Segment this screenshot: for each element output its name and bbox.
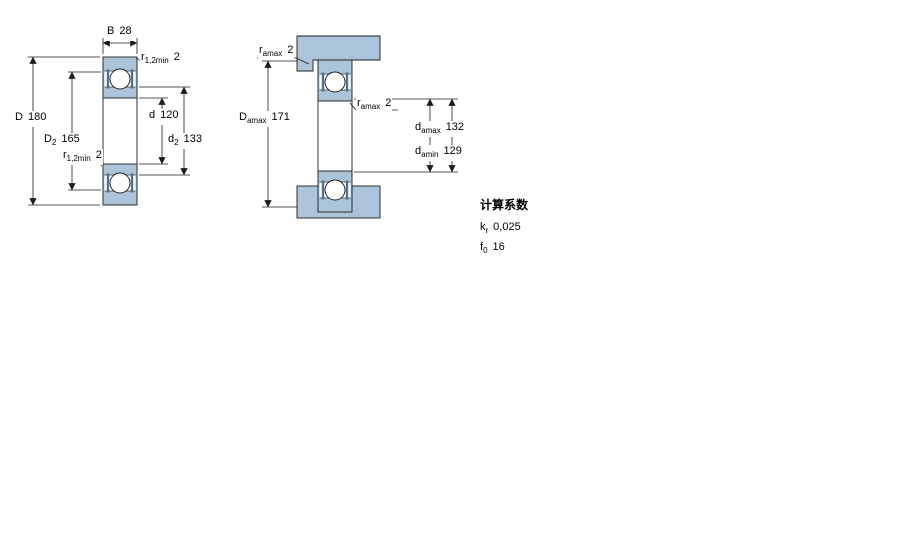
factor-symbol: f: [480, 241, 484, 254]
dim-value: 133: [183, 133, 202, 145]
dim-value: 2: [385, 97, 392, 109]
bearing-ball: [109, 68, 131, 90]
left-top-ring-section: [102, 56, 138, 99]
dim-symbol: d: [415, 145, 422, 157]
dim-value: 2: [95, 149, 102, 161]
dim-subscript: 1,2min: [144, 56, 169, 66]
dim-symbol: D: [44, 133, 52, 145]
dim-value: 120: [160, 109, 179, 121]
dimension-D: [28, 56, 100, 206]
calculation-factors: 计算系数 kr 0,025 f0 16: [480, 196, 528, 261]
dim-symbol: r: [63, 149, 67, 161]
left-bottom-ring-section: [102, 163, 138, 206]
factor-value: 16: [492, 241, 505, 254]
dim-symbol: d: [168, 133, 175, 145]
dim-label-d: d 120: [148, 109, 180, 126]
seal-shield: [106, 69, 110, 89]
dimension-d: [139, 97, 168, 165]
dim-symbol: B: [107, 25, 115, 37]
dim-value: 2: [173, 51, 180, 63]
dim-label-D: D 180: [14, 111, 48, 128]
factor-symbol: k: [480, 221, 486, 233]
dim-subscript: 2: [51, 138, 57, 148]
dim-value: 28: [119, 25, 132, 37]
seal-shield: [321, 180, 325, 200]
dim-label-D2: D2 165: [43, 133, 81, 150]
dim-subscript: amax: [246, 116, 267, 126]
dim-label-ra-max-top: ramax 2: [258, 44, 295, 61]
dim-value: 165: [61, 133, 80, 145]
dim-label-Da-max: Damax 171: [238, 111, 291, 128]
dimension-d2: [139, 86, 190, 176]
factor-subscript: r: [485, 226, 489, 236]
dimension-D2: [68, 71, 101, 191]
dim-subscript: amax: [262, 49, 283, 59]
left-view-bearing: [28, 38, 190, 206]
seal-shield: [130, 173, 134, 193]
factor-f0: f0 16: [480, 241, 528, 255]
dim-value: 129: [443, 145, 462, 157]
leader-line: [349, 102, 357, 111]
right-bottom-ring-section: [317, 170, 353, 213]
factor-value: 0,025: [493, 221, 521, 233]
dim-label-da-max: damax 132: [414, 121, 466, 138]
dimension-B: [102, 38, 138, 54]
dim-subscript: amax: [421, 126, 441, 136]
dim-value: 171: [271, 111, 290, 123]
seal-shield: [130, 69, 134, 89]
dim-label-r12min-top: r1,2min 2: [140, 51, 181, 68]
factor-subscript: 0: [483, 246, 488, 256]
dim-label-d2: d2 133: [167, 133, 203, 150]
dim-subscript: 1,2min: [66, 154, 91, 164]
bearing-ball: [109, 172, 131, 194]
dim-label-da-min: damin 129: [414, 145, 463, 162]
dim-symbol: r: [357, 97, 361, 109]
dim-value: 2: [287, 44, 294, 56]
dim-symbol: d: [149, 109, 156, 121]
leader-line: [295, 57, 310, 65]
seal-shield: [345, 180, 349, 200]
seal-shield: [106, 173, 110, 193]
dim-symbol: d: [415, 121, 422, 133]
dim-subscript: amin: [421, 150, 439, 160]
dim-value: 180: [27, 111, 47, 123]
seal-shield: [345, 72, 349, 92]
dim-symbol: D: [239, 111, 247, 123]
dim-subscript: amax: [360, 102, 381, 112]
right-top-ring-section: [317, 59, 353, 102]
dim-label-B: B 28: [106, 25, 133, 42]
bearing-ball: [324, 71, 346, 93]
factor-kr: kr 0,025: [480, 221, 528, 235]
dim-label-ra-max-mid: ramax 2: [356, 97, 393, 114]
dim-symbol: r: [259, 44, 263, 56]
calculation-factors-title: 计算系数: [480, 198, 529, 212]
dim-subscript: 2: [174, 138, 179, 148]
dim-symbol: r: [141, 51, 145, 63]
dimension-Da-max: [262, 60, 297, 208]
housing-shoulder-block: [296, 35, 381, 72]
seal-shield: [321, 72, 325, 92]
dim-value: 132: [445, 121, 465, 133]
dim-label-r12min-bottom: r1,2min 2: [62, 149, 103, 166]
dim-symbol: D: [15, 111, 23, 123]
bearing-ball: [324, 179, 346, 201]
